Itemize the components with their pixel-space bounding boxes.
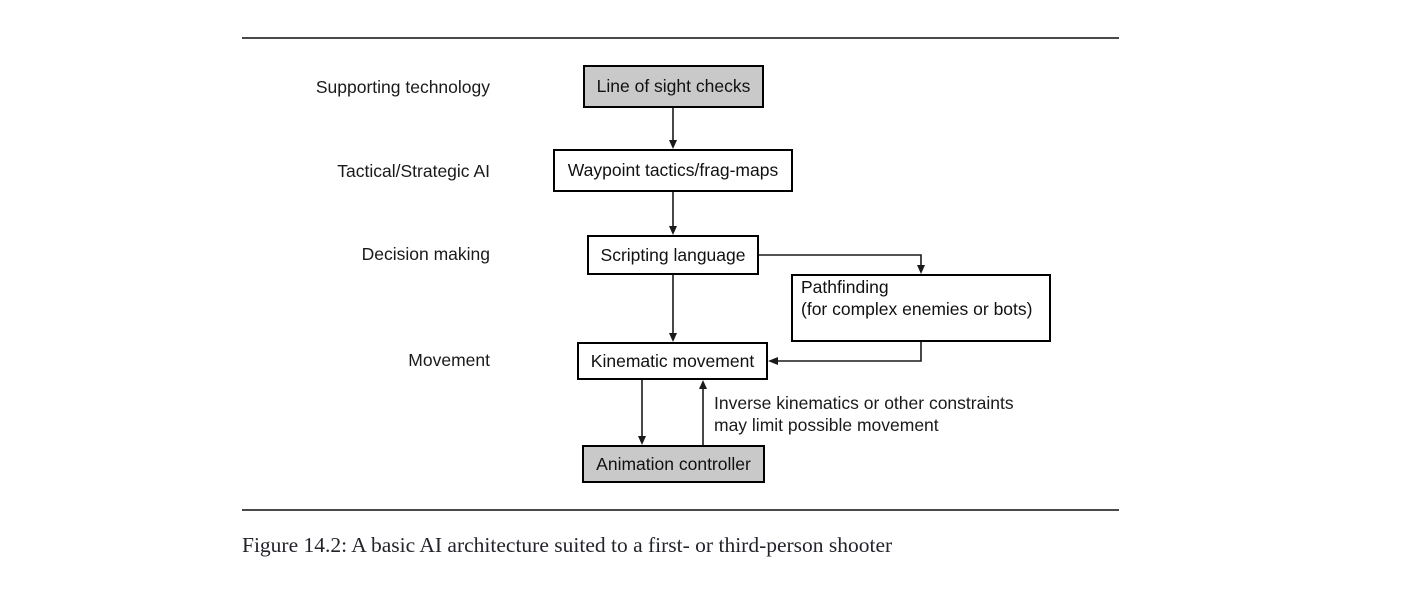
- arrow-scripting-to-pathfinding-line: [759, 254, 922, 266]
- annotation-line2: may limit possible movement: [714, 414, 939, 435]
- annotation-line1: Inverse kinematics or other constraints: [714, 393, 1014, 413]
- arrow-scripting-to-pathfinding-head: [917, 265, 925, 274]
- node-line-of-sight-checks: Line of sight checks: [583, 65, 764, 108]
- arrow-los-to-waypoint-head: [669, 140, 677, 149]
- node-pathfinding-line1: Pathfinding: [801, 277, 889, 297]
- row-label-movement: Movement: [408, 350, 490, 370]
- arrow-animation-to-kinematic-head: [699, 380, 707, 389]
- arrow-pathfinding-to-kinematic-line: [777, 342, 922, 362]
- arrow-waypoint-to-scripting-head: [669, 226, 677, 235]
- node-pathfinding-line2: (for complex enemies or bots): [801, 299, 1033, 319]
- node-animation-controller: Animation controller: [582, 445, 765, 483]
- annotation-inverse-kinematics: Inverse kinematics or other constraints …: [714, 393, 1014, 436]
- arrow-kinematic-to-animation-head: [638, 436, 646, 445]
- node-kinematic-movement: Kinematic movement: [577, 342, 768, 380]
- row-label-decision-making: Decision making: [361, 244, 490, 264]
- row-label-supporting-technology: Supporting technology: [315, 77, 490, 97]
- figure-top-rule: [242, 37, 1119, 39]
- node-scripting-language: Scripting language: [587, 235, 759, 275]
- arrow-pathfinding-to-kinematic-head: [768, 357, 778, 365]
- node-waypoint-tactics-frag-maps: Waypoint tactics/frag-maps: [553, 149, 793, 192]
- row-label-tactical-strategic-ai: Tactical/Strategic AI: [337, 161, 490, 181]
- figure-caption: Figure 14.2: A basic AI architecture sui…: [242, 533, 893, 557]
- arrow-scripting-to-kinematic-head: [669, 333, 677, 342]
- figure-bottom-rule: [242, 509, 1119, 511]
- node-pathfinding: Pathfinding (for complex enemies or bots…: [791, 274, 1051, 342]
